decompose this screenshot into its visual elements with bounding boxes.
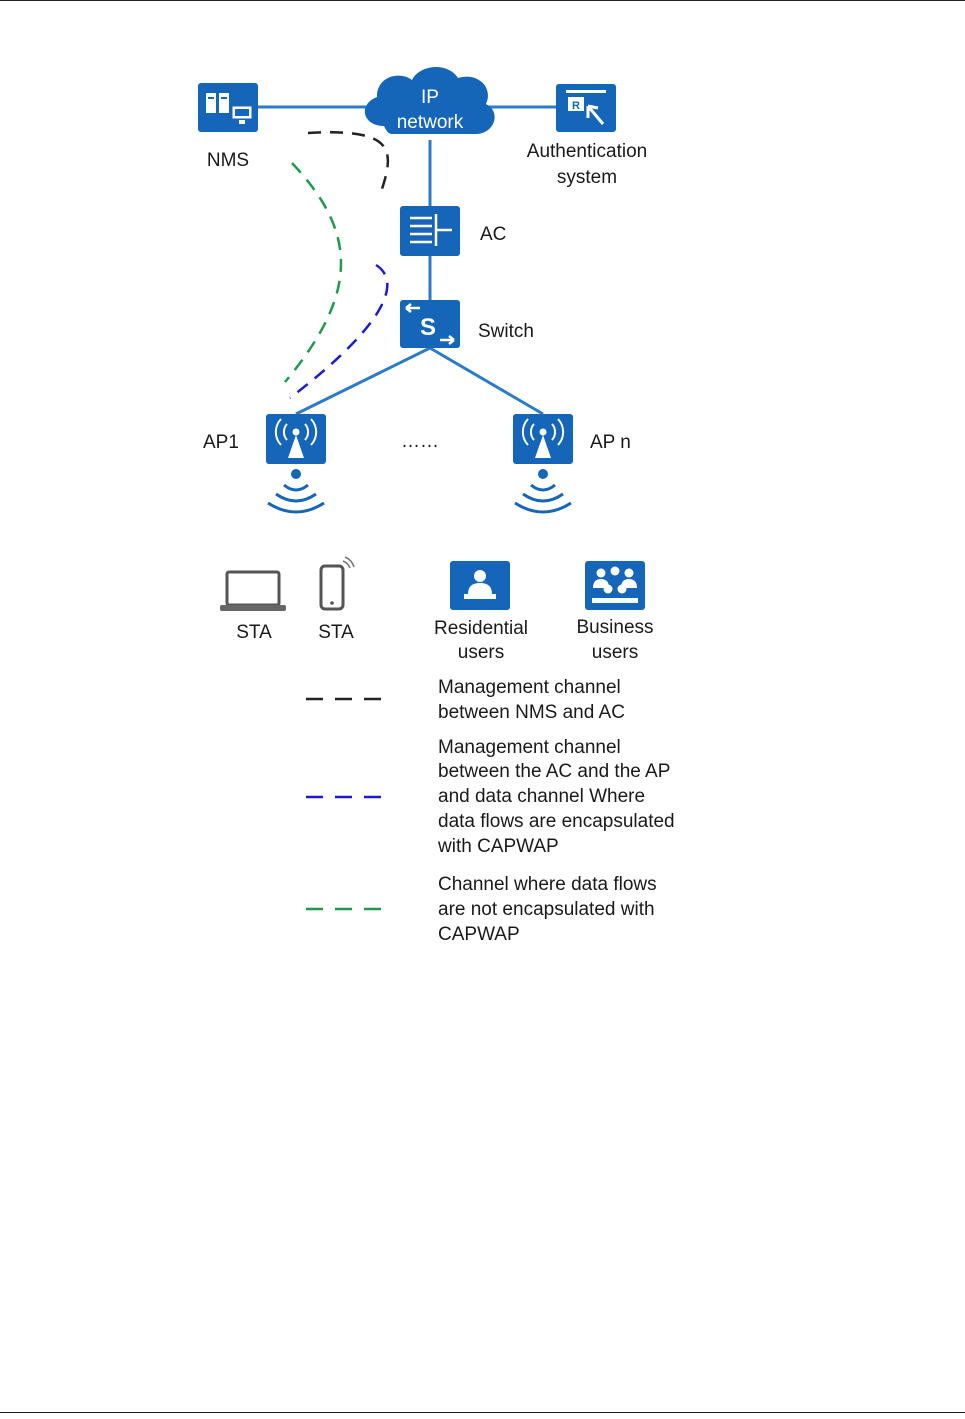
- nms-label: NMS: [207, 150, 249, 171]
- links: [258, 105, 556, 416]
- legend-item-capwap: Management channel between the AC and th…: [306, 737, 675, 857]
- sta-laptop: STA: [220, 570, 286, 643]
- link-switch-apn: [429, 346, 544, 416]
- legend-text: Channel where data flows: [438, 874, 657, 895]
- svg-text:R: R: [572, 100, 580, 112]
- channel-nms-ac: [307, 131, 390, 193]
- ac-label: AC: [480, 224, 506, 245]
- sta-phone: STA: [318, 556, 355, 643]
- legend-item-nms-ac: Management channel between NMS and AC: [306, 677, 625, 723]
- switch-label: Switch: [478, 321, 534, 342]
- legend-text: CAPWAP: [438, 924, 520, 945]
- business-users: Business users: [576, 561, 654, 663]
- bottom-rule: [0, 1412, 965, 1413]
- residential-users: Residential users: [434, 561, 528, 663]
- ap-ellipsis: ……: [401, 431, 439, 452]
- cloud-label-line1: IP: [421, 87, 439, 108]
- apn-label: AP n: [590, 432, 631, 453]
- legend-item-uncapwap: Channel where data flows are not encapsu…: [306, 874, 657, 945]
- residential-label-line2: users: [458, 642, 504, 663]
- nms-node: NMS: [198, 83, 258, 171]
- legend-text: are not encapsulated with: [438, 899, 655, 920]
- auth-label-line2: system: [557, 167, 617, 188]
- ap1-node: AP1: [203, 414, 326, 514]
- legend-text: Management channel: [438, 677, 621, 698]
- wifi-signal-icon: [514, 469, 572, 514]
- legend: Management channel between NMS and AC Ma…: [306, 677, 675, 945]
- legend-text: data flows are encapsulated: [438, 811, 675, 832]
- switch-icon: [400, 300, 460, 348]
- cloud-label-line2: network: [397, 112, 464, 133]
- ap1-label: AP1: [203, 432, 239, 453]
- legend-text: between the AC and the AP: [438, 761, 670, 782]
- laptop-icon: [220, 570, 286, 611]
- apn-node: AP n: [513, 414, 631, 514]
- business-label-line1: Business: [576, 617, 653, 638]
- channel-capwap: [289, 263, 389, 399]
- smartphone-icon: [319, 556, 355, 611]
- top-rule: [0, 0, 965, 1]
- svg-text:S: S: [420, 314, 436, 341]
- sta-laptop-label: STA: [236, 622, 272, 643]
- ip-network-cloud: IP network: [364, 66, 495, 134]
- business-label-line2: users: [592, 642, 638, 663]
- channel-uncapwap: [284, 162, 343, 383]
- legend-text: with CAPWAP: [437, 836, 559, 857]
- legend-text: between NMS and AC: [438, 702, 625, 723]
- sta-phone-label: STA: [318, 622, 354, 643]
- wifi-signal-icon: [267, 469, 325, 514]
- link-switch-ap1: [295, 346, 431, 416]
- auth-node: R Authentication system: [527, 84, 647, 188]
- ac-node: AC: [400, 206, 506, 256]
- switch-node: S Switch: [400, 300, 534, 348]
- legend-text: Management channel: [438, 737, 621, 758]
- legend-text: and data channel Where: [438, 786, 645, 807]
- residential-label-line1: Residential: [434, 618, 528, 639]
- auth-label-line1: Authentication: [527, 141, 647, 162]
